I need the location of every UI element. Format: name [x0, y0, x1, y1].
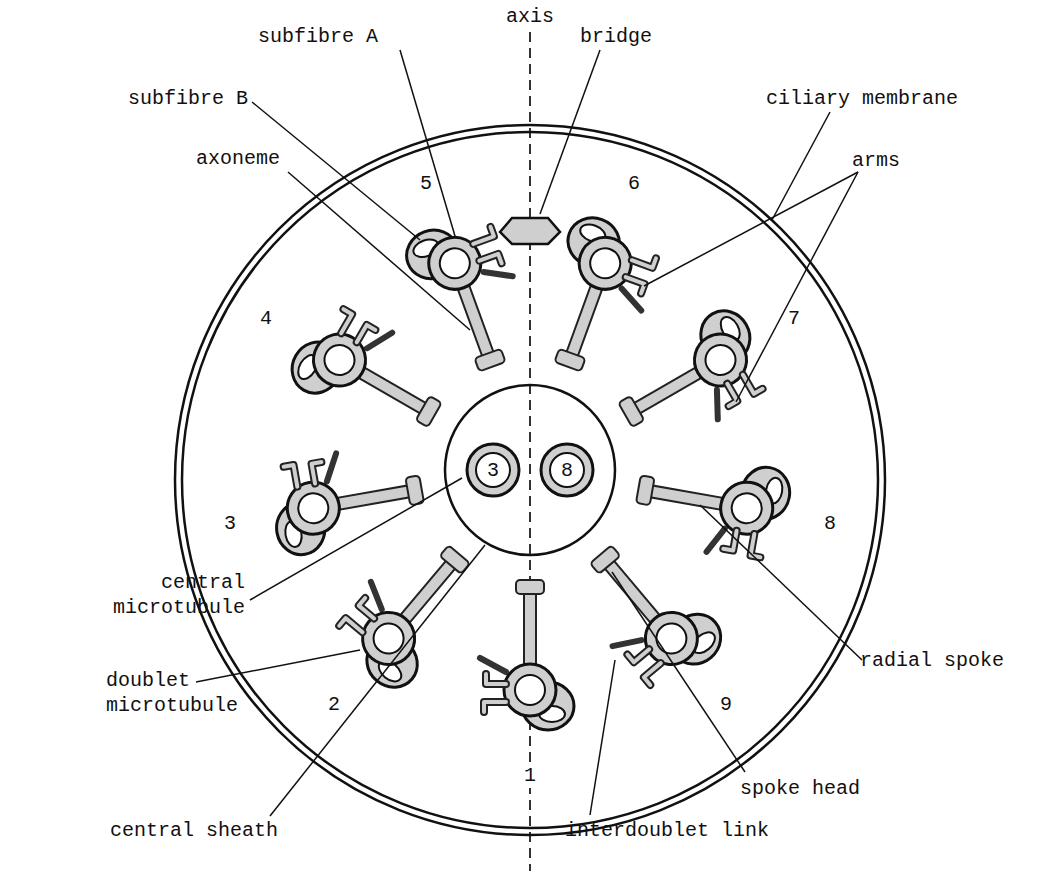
membrane-inner	[182, 132, 878, 828]
doublet-symbol	[325, 522, 493, 697]
part-label: radial spoke	[860, 648, 1004, 673]
part-label: ciliary membrane	[766, 86, 958, 111]
part-label: central sheath	[110, 818, 278, 843]
doublet-symbol	[562, 526, 730, 701]
callout-number: 1	[522, 763, 538, 788]
callout-number: 6	[628, 171, 640, 196]
callout-number: 4	[260, 306, 272, 331]
callout-number: 9	[720, 692, 732, 717]
part-label: axoneme	[196, 146, 280, 171]
callout-number: 2	[328, 692, 340, 717]
part-label: subfibre B	[128, 86, 248, 111]
leader-lines	[196, 50, 862, 816]
callout-number: 8	[824, 511, 836, 536]
callout-number: 3	[224, 511, 236, 536]
tubule-text-holder: 3	[465, 442, 521, 498]
doublet-symbol	[283, 297, 460, 453]
tubule-number: 8	[561, 459, 573, 482]
central-microtubule: 8	[539, 442, 595, 498]
part-label: interdoublet link	[565, 818, 769, 843]
callout-number: 7	[788, 306, 800, 331]
tubule-text-holder: 8	[539, 442, 595, 498]
doublet-symbol	[265, 440, 429, 559]
doublet-symbol	[630, 446, 794, 565]
axis-label: axis	[506, 4, 554, 29]
axis-line	[529, 32, 531, 871]
part-label: central microtubule	[95, 570, 245, 620]
central-microtubule: 3	[465, 442, 521, 498]
doublet-symbol	[603, 302, 780, 458]
doublet-symbol	[480, 580, 574, 730]
part-label: subfibre A	[258, 24, 378, 49]
part-label: bridge	[580, 24, 652, 49]
part-label: arms	[852, 148, 900, 173]
membrane-outer	[175, 125, 885, 835]
bridge-shape	[500, 218, 560, 244]
callout-number: 5	[420, 171, 432, 196]
part-label: doublet microtubule	[106, 668, 256, 718]
tubule-number: 3	[487, 459, 499, 482]
central-sheath	[445, 385, 615, 555]
part-label: spoke head	[740, 776, 860, 801]
